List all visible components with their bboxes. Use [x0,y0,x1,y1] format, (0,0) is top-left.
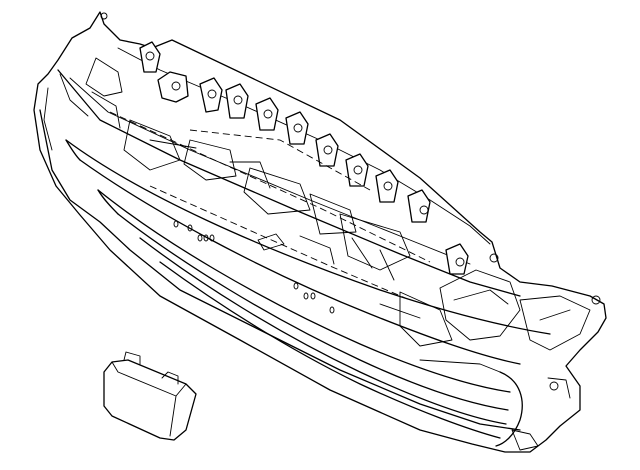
grille-bar-1 [65,139,551,335]
grille-opening-left-end [65,139,119,215]
reference-line-3 [189,129,371,191]
grille-lower-lip [39,109,521,431]
mounting-tabs [100,12,601,391]
inner-ribs [43,57,591,451]
grille-bar-2 [79,159,521,365]
grille-opening-right-end [495,371,523,447]
reference-line-2 [149,185,411,301]
tow-hook-cover [103,351,197,441]
grille-holes [173,220,335,314]
reference-line-1 [109,111,431,263]
grille-bar-4 [117,213,509,411]
grille-bar-5 [139,237,507,425]
grille-bar-6 [159,261,501,439]
grille-outline [33,11,607,453]
upper-flange-edge [57,69,521,297]
grille-bar-3 [97,189,511,393]
upper-flange-edge-2 [69,77,471,265]
grille-assembly [33,11,607,453]
